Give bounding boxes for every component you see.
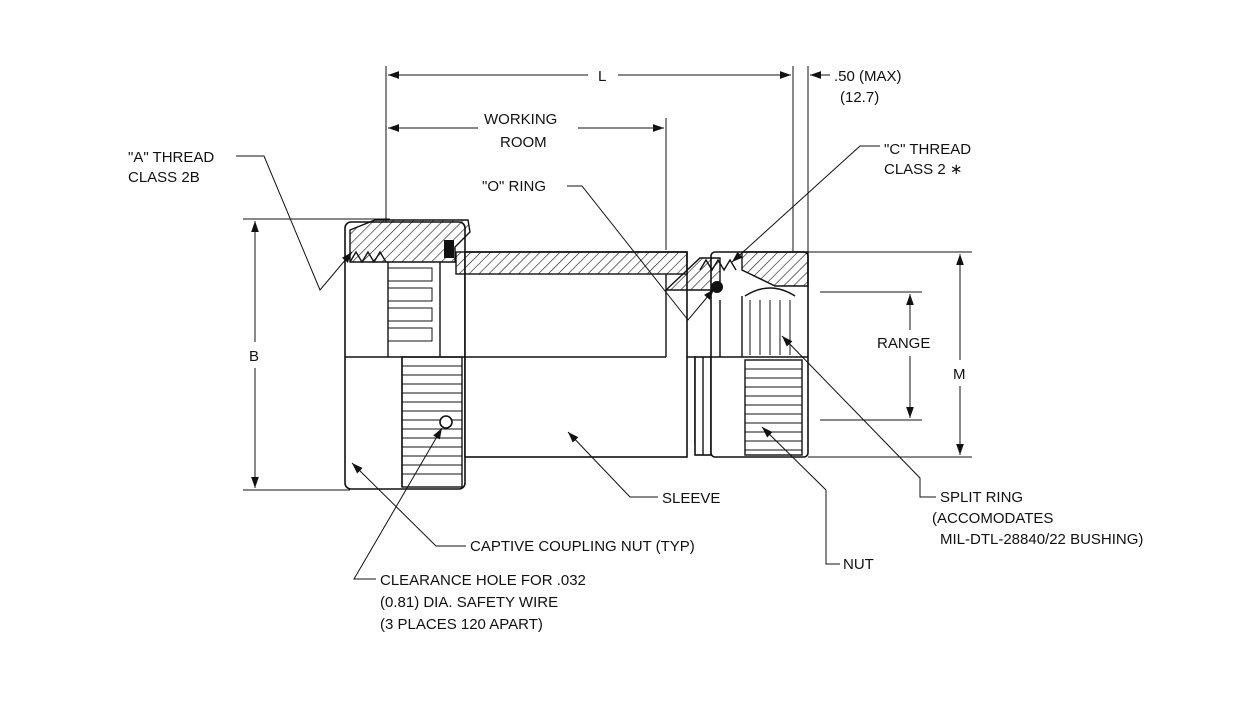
split-ring bbox=[719, 287, 796, 357]
split-ring-line2: (ACCOMODATES bbox=[932, 510, 1053, 527]
sleeve-label: SLEEVE bbox=[662, 490, 720, 507]
coupling-nut-knurl bbox=[401, 356, 463, 488]
captive-nut-label: CAPTIVE COUPLING NUT (TYP) bbox=[470, 538, 695, 555]
nut-label: NUT bbox=[843, 556, 874, 573]
dimension-lines bbox=[243, 66, 972, 491]
fitting-body bbox=[344, 219, 809, 490]
clearance-line1: CLEARANCE HOLE FOR .032 bbox=[380, 572, 586, 589]
safety-wire-hole bbox=[439, 415, 453, 429]
dim-m-label: M bbox=[953, 366, 966, 383]
nut-knurl bbox=[744, 359, 803, 456]
o-ring-label: "O" RING bbox=[482, 178, 546, 195]
working-room-line2: ROOM bbox=[500, 134, 547, 151]
dim-max-in: .50 (MAX) bbox=[834, 68, 902, 85]
o-ring bbox=[711, 281, 723, 293]
a-thread-line1: "A" THREAD bbox=[128, 149, 214, 166]
dim-b-label: B bbox=[249, 348, 259, 365]
split-ring-line3: MIL-DTL-28840/22 BUSHING) bbox=[940, 531, 1143, 548]
split-ring-line1: SPLIT RING bbox=[940, 489, 1023, 506]
clearance-line3: (3 PLACES 120 APART) bbox=[380, 616, 543, 633]
labels: L .50 (MAX) (12.7) WORKING ROOM B M RANG… bbox=[128, 68, 1143, 633]
c-thread-line1: "C" THREAD bbox=[884, 141, 971, 158]
clearance-line2: (0.81) DIA. SAFETY WIRE bbox=[380, 594, 558, 611]
a-thread-line2: CLASS 2B bbox=[128, 169, 200, 186]
dim-max-mm: (12.7) bbox=[840, 89, 879, 106]
dim-range-label: RANGE bbox=[877, 335, 930, 352]
working-room-line1: WORKING bbox=[484, 111, 557, 128]
coupling-nut-slots bbox=[387, 262, 441, 357]
dim-l-label: L bbox=[598, 68, 606, 85]
leader-lines bbox=[236, 145, 936, 580]
c-thread-line2: CLASS 2 ∗ bbox=[884, 161, 962, 178]
